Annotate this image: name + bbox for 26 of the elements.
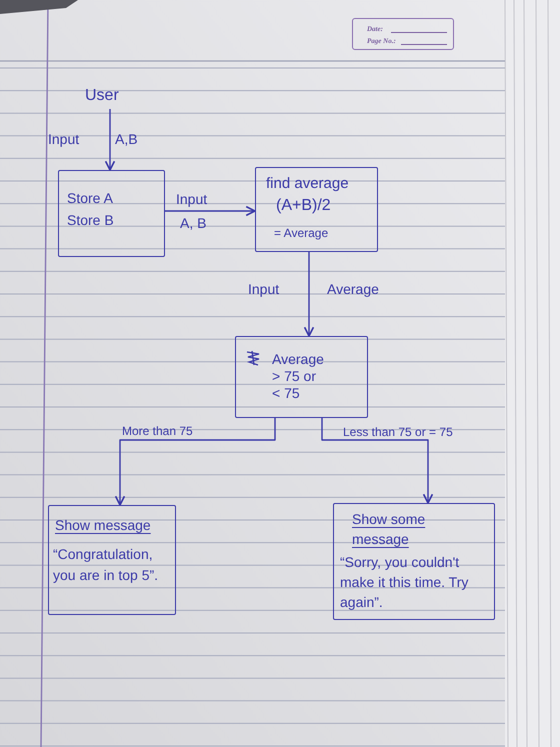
edge-label: More than 75: [122, 424, 193, 438]
output-box: [48, 505, 176, 615]
arrow: [104, 109, 116, 171]
box-text: “Congratulation, you are in top 5”.: [53, 545, 160, 585]
arrow: [165, 206, 256, 216]
box-text: Store A: [67, 189, 114, 207]
process-box: [255, 167, 378, 252]
arrow: [304, 252, 314, 337]
box-heading: Show some message: [352, 510, 426, 549]
decision-box: [235, 336, 368, 418]
edge-label: Input A,B: [48, 131, 139, 147]
box-text: (A+B)/2: [276, 196, 332, 216]
arrow: [114, 418, 276, 506]
start-label: User: [85, 86, 119, 106]
output-box: [333, 503, 495, 620]
box-text: Store B: [67, 211, 115, 229]
process-box: [58, 170, 165, 257]
edge-label: Input A, B: [176, 191, 208, 231]
box-text: Average > 75 or < 75: [272, 351, 325, 402]
box-text: “Sorry, you couldn't make it this time. Try again”.: [340, 553, 470, 612]
edge-label: Input Average: [248, 281, 380, 297]
edge-label: Less than 75 or = 75: [343, 425, 453, 439]
box-text: = Average: [274, 226, 330, 241]
box-text: find average: [266, 174, 350, 193]
arrow: [321, 418, 434, 504]
box-heading: Show message: [55, 516, 152, 534]
